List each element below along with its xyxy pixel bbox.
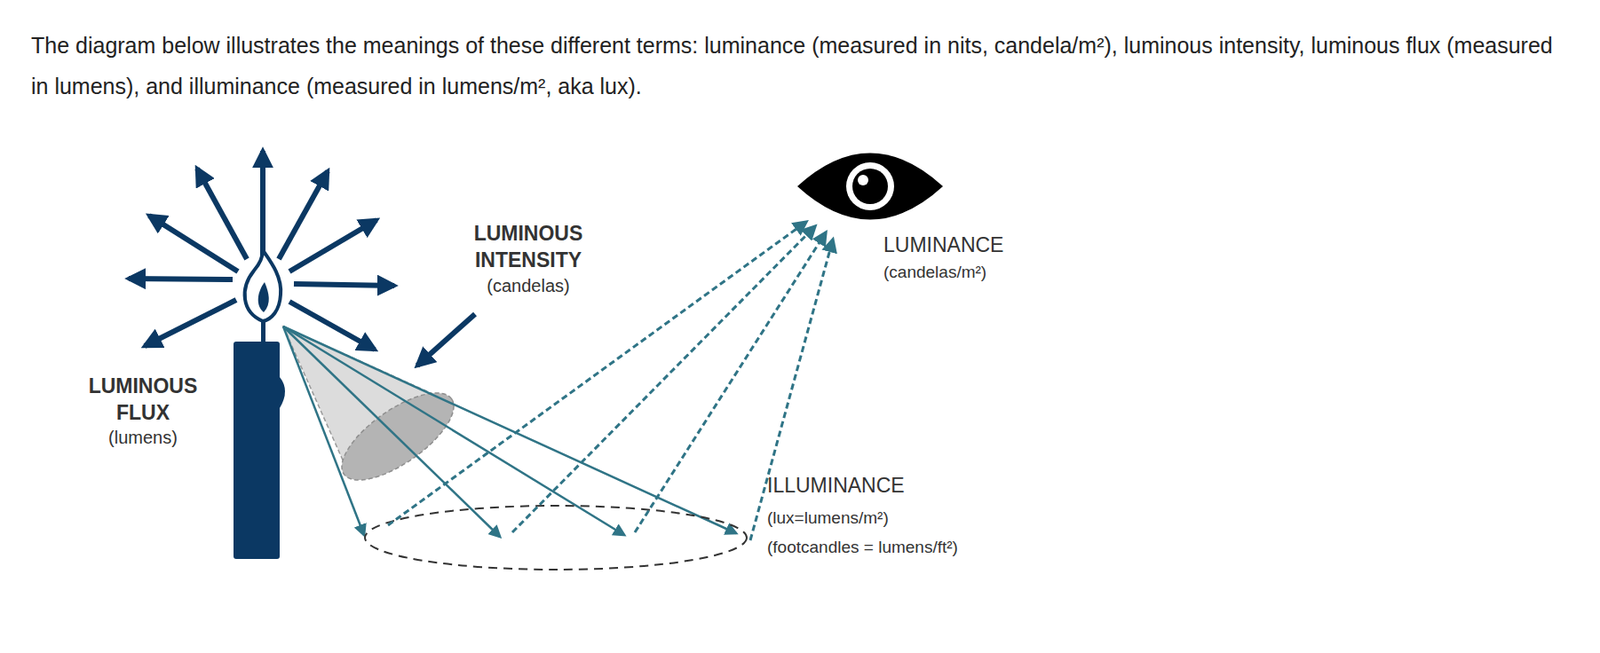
- intensity-unit: (candelas): [486, 275, 570, 298]
- pointer-arrow: [417, 314, 476, 366]
- flux-rays: [128, 150, 395, 350]
- intensity-label: LUMINOUS INTENSITY: [466, 220, 591, 274]
- light-rays: [283, 326, 737, 538]
- reflected-rays: [388, 221, 833, 541]
- illuminance-label: ILLUMINANCE: [767, 473, 905, 500]
- flux-unit: (lumens): [108, 427, 178, 450]
- illuminance-unit: (lux=lumens/m²): [767, 507, 889, 530]
- illuminated-area: [364, 506, 747, 571]
- eye-icon: [797, 153, 943, 221]
- flux-label: LUMINOUS FLUX: [85, 372, 201, 427]
- luminance-unit: (candelas/m²): [883, 261, 987, 284]
- footcandles-unit: (footcandles = lumens/ft²): [767, 537, 959, 559]
- candle: [233, 250, 286, 560]
- intro-paragraph: The diagram below illustrates the meanin…: [31, 24, 1577, 107]
- luminance-label: LUMINANCE: [883, 232, 1004, 259]
